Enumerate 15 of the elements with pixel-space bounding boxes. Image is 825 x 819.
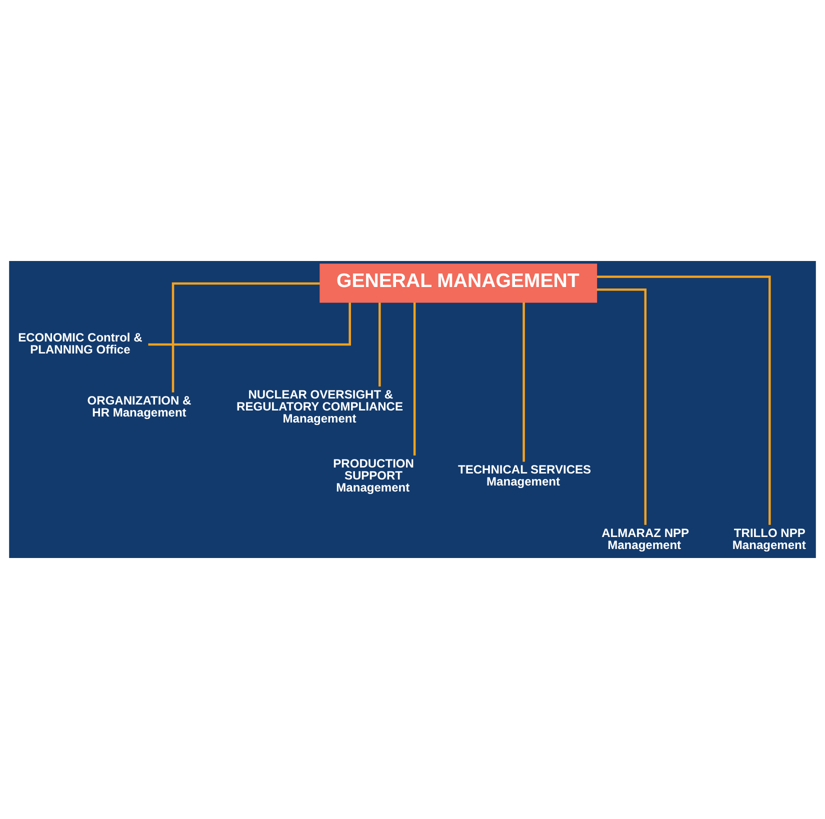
connector — [596, 276, 771, 525]
node-text: ECONOMIC Control & PLANNING Office — [18, 330, 142, 356]
connector — [172, 282, 320, 392]
node-box: GENERAL MANAGEMENT — [320, 264, 598, 303]
node-text: ORGANIZATION & HR Management — [87, 393, 192, 420]
connector — [413, 302, 416, 456]
connector — [522, 302, 525, 462]
connector — [378, 302, 381, 386]
node-text: ALMARAZ NPP Management — [602, 526, 690, 552]
node-text: TRILLO NPP Management — [732, 526, 806, 552]
connector — [596, 288, 647, 525]
node-text: PRODUCTION SUPPORT Management — [333, 456, 414, 495]
node-text: NUCLEAR OVERSIGHT & REGULATORY COMPLIANCE Management — [236, 387, 404, 426]
node-text: TECHNICAL SERVICES Management — [458, 462, 592, 489]
connector — [148, 302, 351, 346]
